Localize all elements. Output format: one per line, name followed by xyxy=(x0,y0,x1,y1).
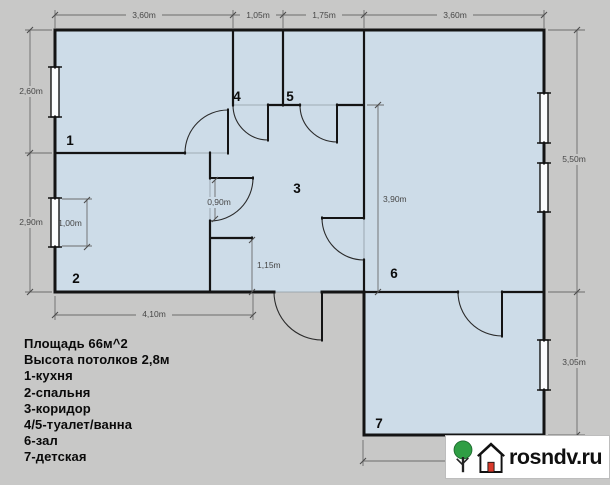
window-hall-lower xyxy=(539,162,549,213)
room-number-3: 3 xyxy=(293,181,301,196)
room-number-6: 6 xyxy=(390,266,398,281)
door-arc-wc xyxy=(232,104,269,141)
dim-top-3: 1,75m xyxy=(312,10,336,20)
dim-top-2: 1,05m xyxy=(246,10,270,20)
wall-junction-dots xyxy=(54,28,545,437)
dim-right-lower: 3,05m xyxy=(562,357,586,367)
legend-line-ceiling: Высота потолков 2,8м xyxy=(24,352,170,368)
site-logo: rosndv.ru xyxy=(446,436,609,478)
room-number-1: 1 xyxy=(66,133,74,148)
legend-line-corridor: 3-коридор xyxy=(24,400,91,416)
dim-bedroom-door: 0,90m xyxy=(207,197,231,207)
legend: Площадь 66м^2 Высота потолков 2,8м 1-кух… xyxy=(24,336,170,466)
legend-line-area: Площадь 66м^2 xyxy=(24,336,128,351)
apartment-floor xyxy=(55,30,544,435)
legend-line-wc-bath: 4/5-туалет/ванна xyxy=(24,417,133,433)
dim-bottom: 4,10m xyxy=(142,309,166,319)
dim-left-lower: 2,90m xyxy=(19,217,43,227)
dim-right-upper: 5,50m xyxy=(562,154,586,164)
room-number-4: 4 xyxy=(233,89,241,104)
legend-line-bedroom: 2-спальня xyxy=(24,384,91,400)
house-icon xyxy=(477,442,505,473)
tree-icon xyxy=(453,440,473,473)
window-kitchen xyxy=(50,66,60,118)
door-arc-bedroom xyxy=(209,177,254,222)
dim-corridor-length: 3,90m xyxy=(383,194,407,204)
logo-text: rosndv.ru xyxy=(509,444,603,469)
door-arc-kidsroom xyxy=(457,291,503,337)
legend-line-kitchen: 1-кухня xyxy=(24,368,73,384)
door-leaves xyxy=(209,104,503,341)
room-number-2: 2 xyxy=(72,271,80,286)
window-hall-upper xyxy=(539,92,549,144)
dim-top-4: 3,60m xyxy=(443,10,467,20)
window-kidsroom xyxy=(539,339,549,391)
door-arc-kitchen xyxy=(184,109,229,154)
door-arc-entrance xyxy=(273,291,323,341)
door-arc-hall xyxy=(321,217,365,261)
room-number-5: 5 xyxy=(286,89,294,104)
door-arc-bath xyxy=(299,104,338,143)
dim-window-bedroom: 1,00m xyxy=(58,218,82,228)
dimension-ticks xyxy=(26,11,581,465)
dim-hall-niche: 1,15m xyxy=(257,260,281,270)
dim-top-1: 3,60m xyxy=(132,10,156,20)
legend-line-kidsroom: 7-детская xyxy=(24,449,87,465)
room-number-7: 7 xyxy=(375,416,383,431)
dim-left-upper: 2,60m xyxy=(19,86,43,96)
legend-line-hall: 6-зал xyxy=(24,433,58,449)
